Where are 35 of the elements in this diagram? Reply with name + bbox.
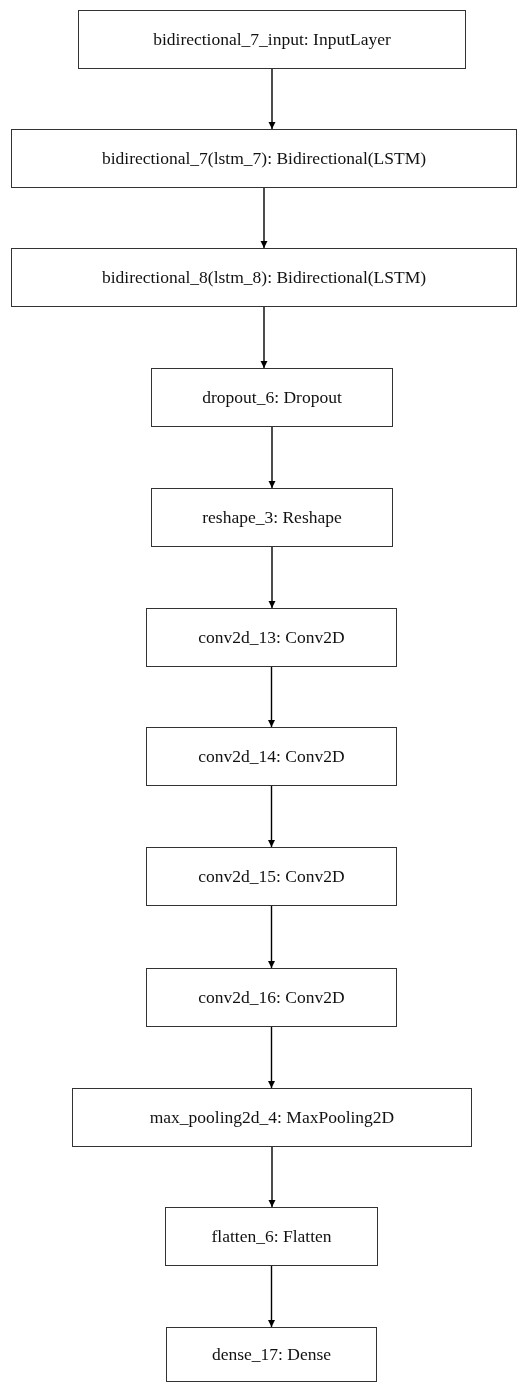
arrow: [268, 1146, 276, 1208]
arrow: [268, 1265, 275, 1328]
layer-label: conv2d_16: Conv2D: [198, 987, 345, 1008]
layer-label: max_pooling2d_4: MaxPooling2D: [149, 1107, 395, 1128]
arrow: [268, 426, 276, 489]
layer-label: reshape_3: Reshape: [202, 507, 342, 528]
arrow: [268, 546, 276, 609]
layer-label: bidirectional_8(lstm_8): Bidirectional(LSTM): [101, 267, 427, 288]
layer-label: conv2d_15: Conv2D: [198, 866, 345, 887]
arrow: [260, 306, 268, 369]
layer-label: bidirectional_7(lstm_7): Bidirectional(LSTM): [101, 148, 427, 169]
layer-label: flatten_6: Flatten: [211, 1226, 332, 1247]
layer-box: [165, 1207, 378, 1266]
layer-box: [146, 608, 397, 667]
arrow: [268, 905, 275, 969]
layer-box: [146, 968, 397, 1027]
layer-label: conv2d_13: Conv2D: [198, 627, 345, 648]
layer-box: [78, 10, 466, 69]
layer-box: [146, 847, 397, 906]
layer-box: [11, 248, 517, 307]
layer-label: dropout_6: Dropout: [202, 387, 342, 408]
layer-box: [146, 727, 397, 786]
layer-box: [72, 1088, 472, 1147]
layer-box: [151, 488, 393, 547]
arrow: [260, 187, 268, 249]
layer-box: [11, 129, 517, 188]
arrow: [268, 666, 275, 728]
arrow: [268, 785, 275, 848]
layer-box: [166, 1327, 377, 1382]
layer-label: dense_17: Dense: [211, 1344, 332, 1365]
layer-label: conv2d_14: Conv2D: [198, 746, 345, 767]
layer-box: [151, 368, 393, 427]
layer-label: bidirectional_7_input: InputLayer: [153, 29, 391, 50]
arrow: [268, 68, 276, 130]
arrow: [268, 1026, 275, 1089]
